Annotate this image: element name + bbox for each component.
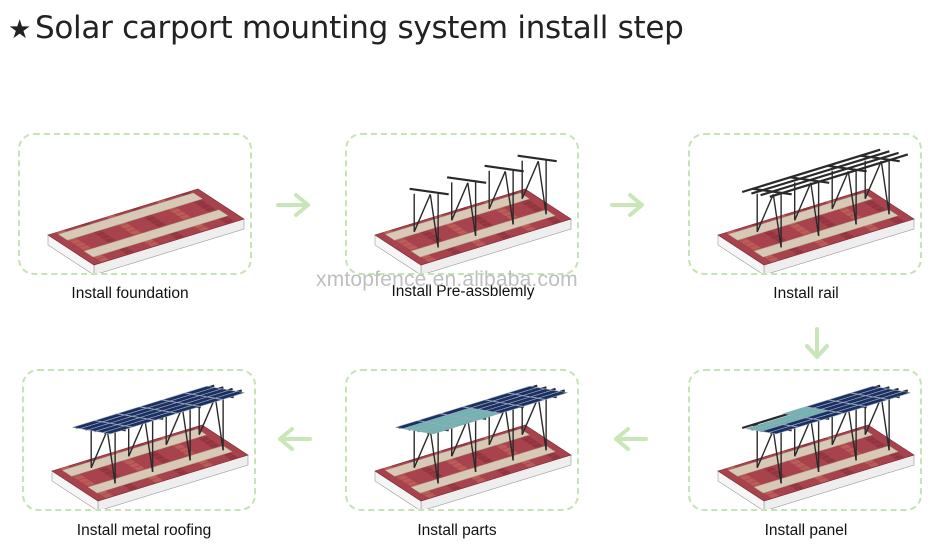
star-icon: ★	[8, 15, 32, 45]
page-title: ★Solar carport mounting system install s…	[8, 10, 684, 46]
arrow-down-icon	[805, 327, 829, 359]
illustration-pre-assembly	[374, 154, 572, 273]
step-label-panel: Install panel	[764, 522, 848, 539]
step-label-rail: Install rail	[773, 285, 839, 302]
illustration-roofing	[51, 384, 249, 509]
title-text: Solar carport mounting system install st…	[35, 10, 684, 46]
step-panel-roofing	[22, 369, 256, 511]
arrow-right-icon	[276, 193, 310, 217]
arrow-left-icon	[614, 427, 648, 451]
step-label-parts: Install parts	[417, 522, 497, 539]
step-panel-parts	[345, 369, 579, 511]
illustration-parts	[374, 384, 572, 509]
step-panel-panel	[688, 369, 922, 511]
illustration-rail	[717, 148, 915, 273]
step-label-foundation: Install foundation	[71, 285, 189, 302]
arrow-right-icon	[610, 193, 644, 217]
arrow-left-icon	[278, 427, 312, 451]
illustration-foundation	[47, 188, 245, 273]
watermark: xmtopfence.en.alibaba.com	[316, 268, 578, 291]
step-panel-pre-assembly	[345, 133, 579, 275]
illustration-panel	[717, 384, 915, 509]
step-label-pre-assembly: Install Pre-assblemly	[391, 283, 535, 300]
step-panel-rail	[688, 133, 922, 275]
step-label-roofing: Install metal roofing	[76, 522, 212, 539]
step-panel-foundation	[18, 133, 252, 275]
